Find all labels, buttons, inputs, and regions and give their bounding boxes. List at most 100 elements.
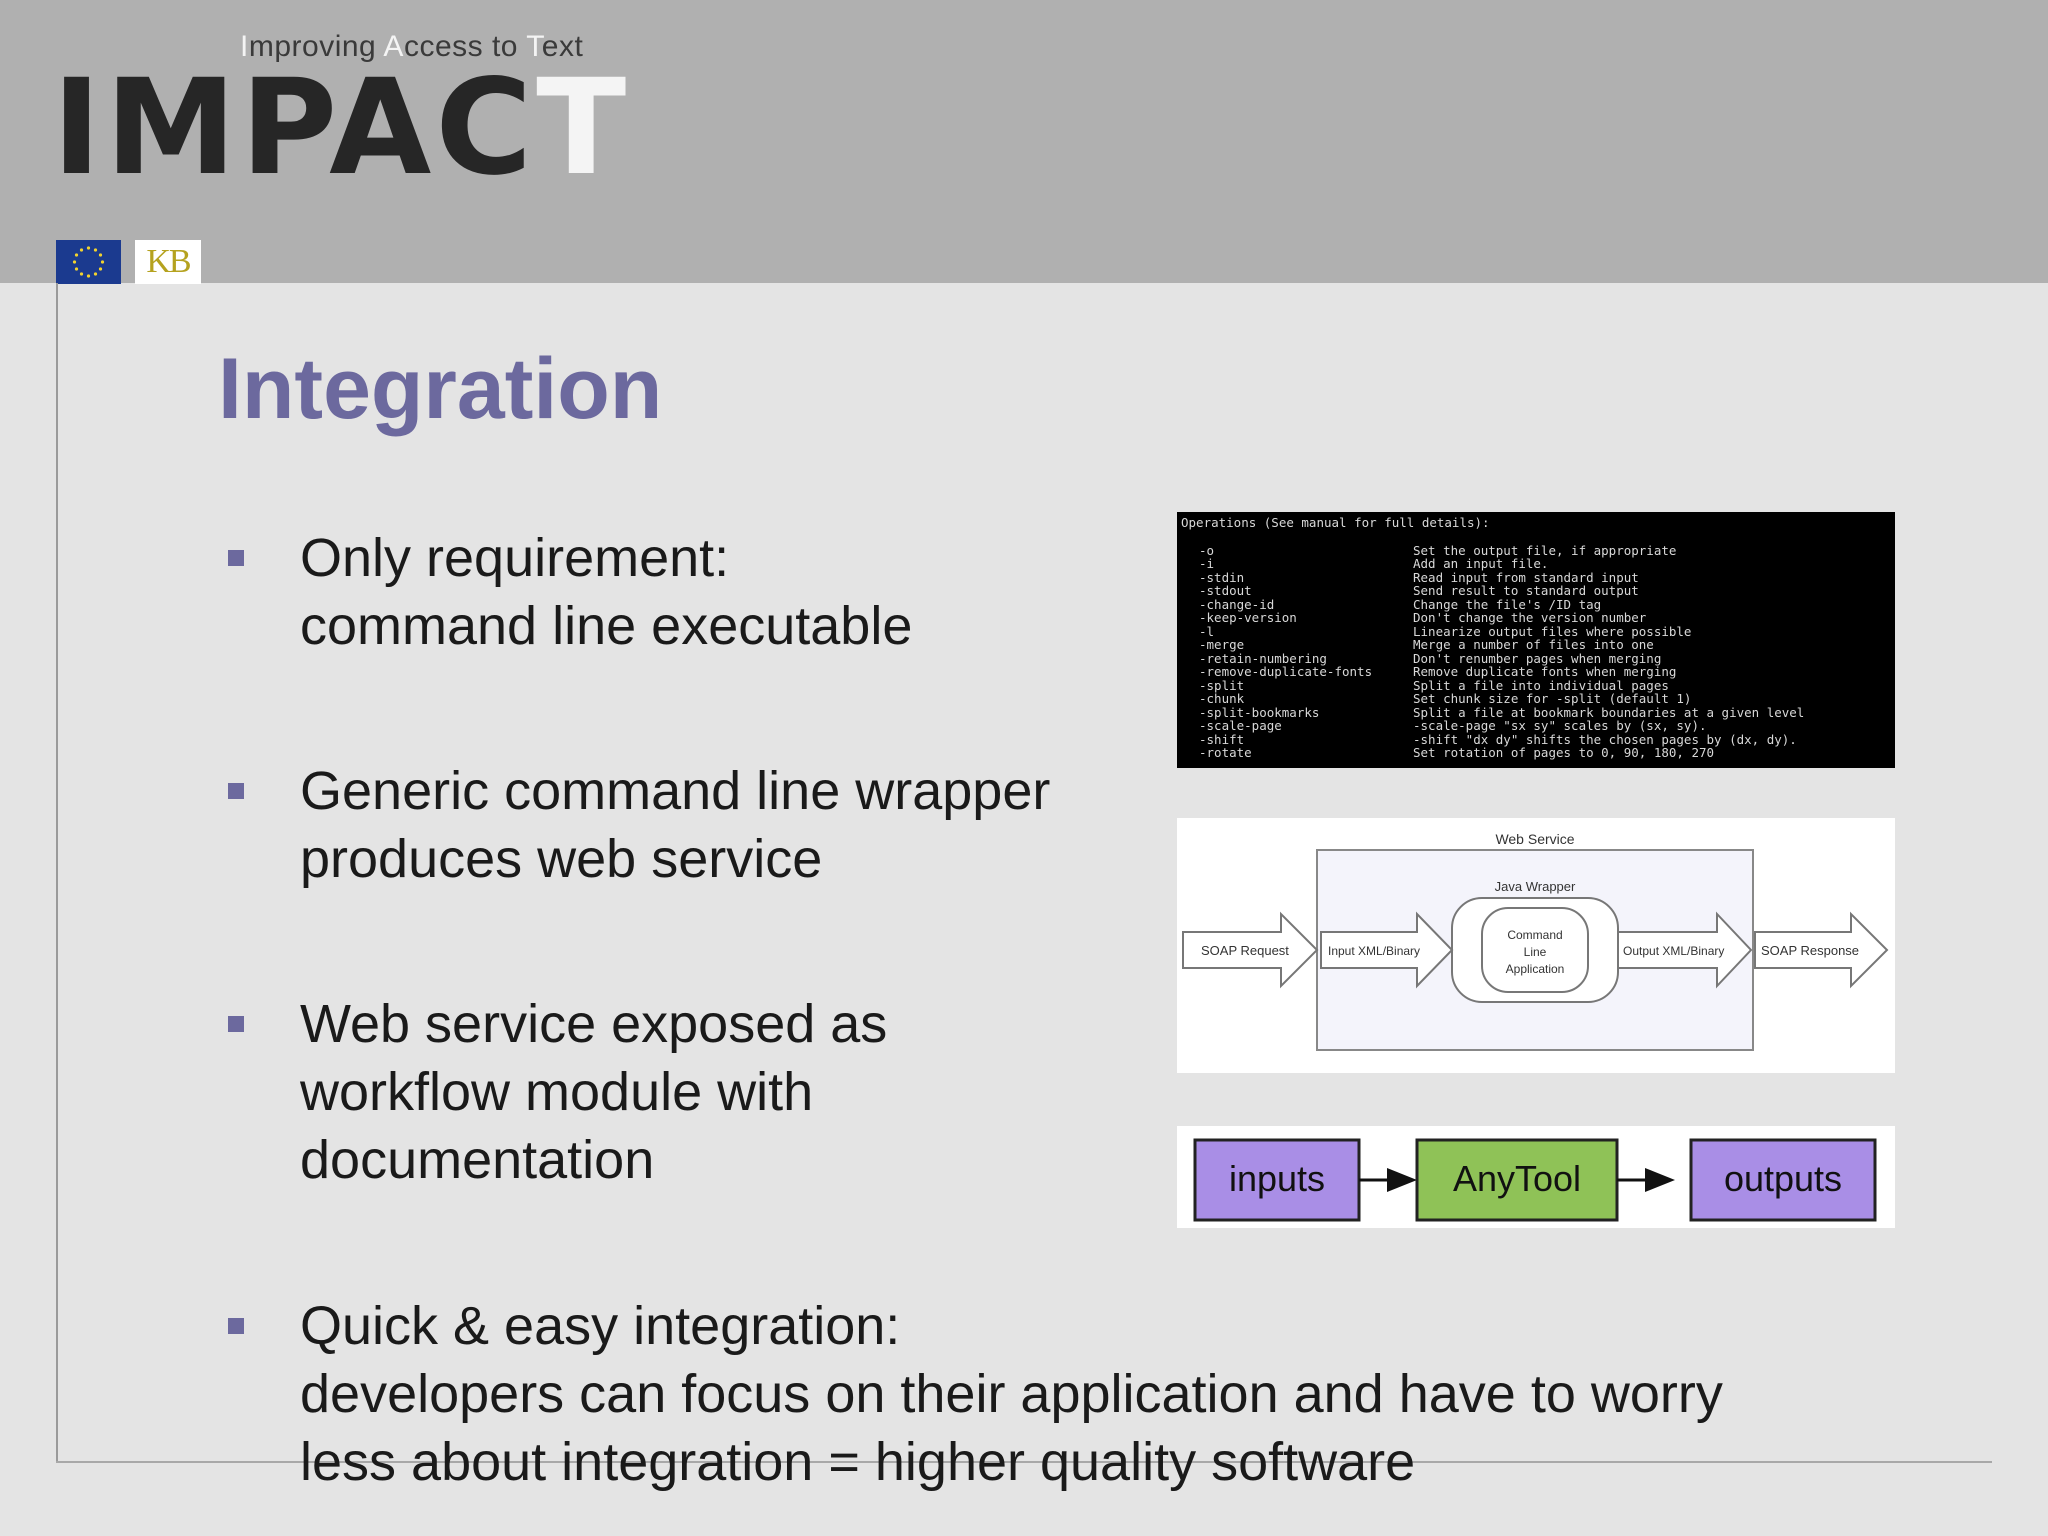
impact-logo: IMPACT — [52, 62, 630, 194]
header-band — [0, 0, 2048, 283]
web-service-diagram: Web Service Java Wrapper Command Line Ap… — [1177, 818, 1895, 1073]
terminal-option: -o — [1199, 542, 1215, 558]
terminal-header: Operations (See manual for full details)… — [1181, 515, 1490, 530]
frame-left-rule — [56, 283, 58, 1463]
kb-logo: KB — [135, 240, 201, 284]
terminal-description: Split a file at bookmark boundaries at a… — [1413, 704, 1805, 720]
logo-letter-p: P — [240, 51, 330, 205]
logo-letter-a: A — [329, 51, 436, 205]
terminal-description: Don't change the version number — [1413, 610, 1647, 625]
terminal-option: -remove-duplicate-fonts — [1199, 664, 1373, 679]
logo-letter-i: I — [52, 51, 106, 205]
terminal-description: Merge a number of files into one — [1413, 637, 1654, 652]
terminal-row: -i Add an input file. — [1181, 557, 1891, 571]
flow-arrowhead-1-icon — [1387, 1168, 1417, 1192]
bullet-4: Quick & easy integration: developers can… — [300, 1292, 1723, 1496]
bullet-2: Generic command line wrapper produces we… — [300, 757, 1050, 893]
terminal-description: -shift "dx dy" shifts the chosen pages b… — [1413, 731, 1797, 747]
bullet-3: Web service exposed as workflow module w… — [300, 990, 887, 1194]
output-xml-arrow — [1617, 911, 1753, 989]
input-xml-label: Input XML/Binary — [1328, 944, 1420, 958]
terminal-description: Remove duplicate fonts when merging — [1413, 664, 1677, 679]
terminal-option: -change-id — [1199, 596, 1275, 612]
terminal-description: Send result to standard output — [1413, 583, 1639, 598]
terminal-description: Read input from standard input — [1413, 569, 1639, 585]
terminal-rows: -o Set the output file, if appropriate -i A… — [1181, 542, 1891, 760]
bullet-1-line-2: command line executable — [300, 596, 913, 656]
command-line-label-1: Command — [1507, 928, 1562, 942]
bullet-2-line-2: produces web service — [300, 829, 823, 889]
terminal-row: -retain-numbering Don't renumber pages wh… — [1181, 650, 1891, 666]
tagline-cap-2: A — [383, 30, 404, 63]
bullet-1-line-1: Only requirement: — [300, 528, 730, 588]
bullet-3-line-1: Web service exposed as — [300, 994, 888, 1054]
slide-title: Integration — [218, 341, 663, 437]
terminal-option: -scale-page — [1199, 718, 1282, 733]
workflow-diagram-svg: inputs AnyTool outputs — [1193, 1138, 1877, 1222]
soap-response-label: SOAP Response — [1761, 943, 1859, 958]
tagline-rest-2: ccess to — [403, 30, 527, 63]
terminal-description: Set rotation of pages to 0, 90, 180, 270 — [1413, 745, 1715, 760]
terminal-option: -retain-numbering — [1199, 650, 1327, 666]
command-line-label-3: Application — [1506, 962, 1565, 976]
tagline-rest-1: mproving — [248, 30, 384, 63]
anytool-label: AnyTool — [1453, 1158, 1581, 1199]
outputs-node — [1689, 1138, 1877, 1222]
bullet-marker-3 — [228, 1016, 244, 1032]
terminal-option: -rotate — [1199, 745, 1252, 760]
terminal-row: -chunk Set chunk size for -split (default… — [1181, 692, 1891, 706]
logo-letter-m: M — [105, 51, 241, 205]
terminal-screenshot: Operations (See manual for full details)… — [1177, 512, 1895, 768]
terminal-option: -i — [1199, 556, 1215, 571]
bullet-3-line-3: documentation — [300, 1130, 655, 1190]
bullet-4-line-3: less about integration = higher quality … — [300, 1432, 1416, 1492]
terminal-row: -shift -shift "dx dy" shifts the chosen p… — [1181, 731, 1891, 747]
eu-flag-icon — [56, 240, 121, 284]
inputs-label: inputs — [1229, 1158, 1325, 1199]
logo-letter-t: T — [536, 51, 631, 205]
terminal-description: Linearize output files where possible — [1413, 623, 1692, 639]
bullet-2-line-1: Generic command line wrapper — [300, 761, 1051, 821]
terminal-row: -remove-duplicate-fonts Remove duplicate … — [1181, 665, 1891, 679]
input-xml-arrow — [1320, 911, 1454, 989]
soap-response-arrow — [1754, 911, 1889, 989]
terminal-row: -o Set the output file, if appropriate — [1181, 542, 1891, 558]
terminal-description: Set chunk size for -split (default 1) — [1413, 691, 1692, 706]
terminal-row: -merge Merge a number of files into one — [1181, 638, 1891, 652]
terminal-option: -stdin — [1199, 569, 1245, 585]
eu-stars-icon — [72, 246, 105, 278]
terminal-row: -change-id Change the file's /ID tag — [1181, 596, 1891, 612]
soap-request-arrow — [1182, 911, 1319, 989]
terminal-description: Don't renumber pages when merging — [1413, 650, 1662, 666]
terminal-option: -chunk — [1199, 691, 1245, 706]
soap-request-label: SOAP Request — [1201, 943, 1289, 958]
command-line-label-2: Line — [1524, 945, 1547, 959]
bullet-4-line-2: developers can focus on their applicatio… — [300, 1364, 1723, 1424]
terminal-row: -scale-page -scale-page "sx sy" scales by… — [1181, 719, 1891, 733]
bullet-marker-4 — [228, 1318, 244, 1334]
command-line-box — [1481, 907, 1589, 993]
output-xml-label: Output XML/Binary — [1623, 944, 1724, 958]
workflow-diagram: inputs AnyTool outputs — [1177, 1126, 1895, 1228]
bullet-1: Only requirement: command line executabl… — [300, 524, 912, 660]
inputs-node — [1193, 1138, 1361, 1222]
bullet-marker-1 — [228, 550, 244, 566]
bullet-4-line-1: Quick & easy integration: — [300, 1296, 901, 1356]
logo-tagline: Improving Access to Text — [240, 30, 583, 64]
bullet-3-line-2: workflow module with — [300, 1062, 814, 1122]
terminal-option: -shift — [1199, 731, 1245, 747]
terminal-option: -split — [1199, 677, 1245, 693]
terminal-option: -stdout — [1199, 583, 1252, 598]
terminal-description: Add an input file. — [1413, 556, 1549, 571]
terminal-description: Change the file's /ID tag — [1413, 596, 1602, 612]
terminal-row: -stdin Read input from standard input — [1181, 569, 1891, 585]
terminal-row: -stdout Send result to standard output — [1181, 584, 1891, 598]
web-service-label: Web Service — [1495, 831, 1574, 847]
terminal-description: -scale-page "sx sy" scales by (sx, sy). — [1413, 718, 1707, 733]
outputs-label: outputs — [1724, 1158, 1842, 1199]
terminal-option: -merge — [1199, 637, 1245, 652]
terminal-description: Set the output file, if appropriate — [1413, 542, 1677, 558]
